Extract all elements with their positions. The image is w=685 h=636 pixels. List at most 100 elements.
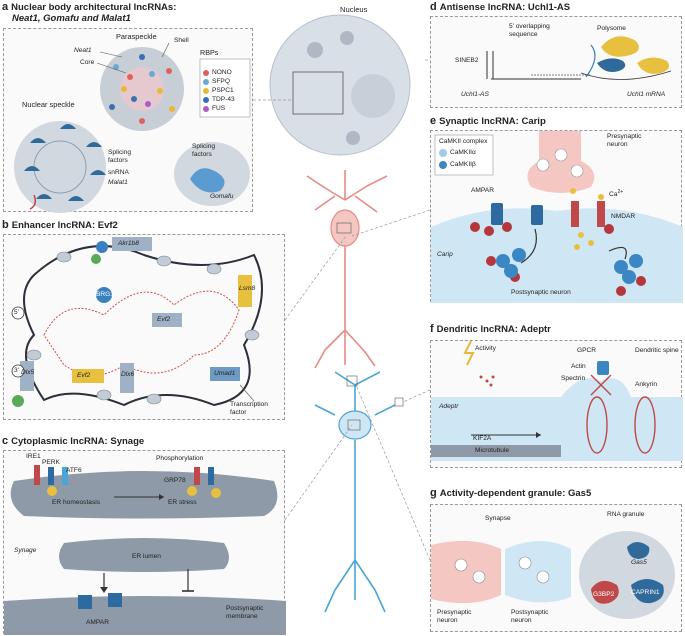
spectrin-label: Spectrin <box>561 375 586 382</box>
e-postsynaptic-label: Postsynaptic neuron <box>511 289 571 296</box>
rbp-legend-swatches <box>203 70 209 112</box>
splicing-factors-label: Splicing factors <box>108 149 132 164</box>
nucleus-zoom-box <box>292 71 344 115</box>
gas5-label: Gas5 <box>631 559 647 566</box>
gpcr <box>597 361 609 375</box>
rbp-tdp43: TDP-43 <box>212 96 235 103</box>
phosphorylation-label: Phosphorylation <box>156 455 204 462</box>
brg1-complexes <box>96 241 112 303</box>
c-ampar-label: AMPAR <box>86 619 109 626</box>
gpcr-label: GPCR <box>577 347 597 354</box>
phospho-dots <box>470 222 646 296</box>
synapse-box <box>346 375 358 387</box>
g-presynaptic <box>431 540 501 604</box>
kif2a-label: KIF2A <box>473 435 492 442</box>
activity-bolt <box>463 340 475 366</box>
uchl1as-label: Uchl1-AS <box>461 91 489 98</box>
e-ampar-label: AMPAR <box>471 187 494 194</box>
e-presynaptic-label: Presynaptic neuron <box>607 133 642 148</box>
polysome-2 <box>637 57 669 74</box>
panel-e-title-text: Synaptic lncRNA: Carip <box>439 116 546 127</box>
brg1-label: BRG1 <box>96 291 114 298</box>
panel-b: Akr1b8 BRG1 Evf2 5' Lsm8 Evf2 Dlx6 Umad1… <box>3 234 285 420</box>
panel-f-title-text: Dendritic lncRNA: Adeptr <box>436 324 551 335</box>
speckle-factors <box>24 124 106 201</box>
panel-b-letter: b <box>2 219 9 231</box>
postsynaptic-membrane-label: Postsynaptic membrane <box>226 605 264 620</box>
synapse-label: Synapse <box>485 515 511 522</box>
ca-text: Ca <box>609 191 618 199</box>
dlx6-label: Dlx6 <box>121 371 135 378</box>
dendritic-spine-label: Dendritic spine <box>635 347 679 354</box>
grp78-label: GRP78 <box>164 477 186 484</box>
panel-d-graphic <box>486 36 672 80</box>
pink-neuron-soma <box>330 209 360 247</box>
ire1-label: IRE1 <box>26 453 41 460</box>
polysome-top <box>601 36 639 57</box>
caprin1-label: CAPRIN1 <box>631 589 660 596</box>
ca-superscript: 2+ <box>617 189 624 195</box>
panel-g-title-text: Activity-dependent granule: Gas5 <box>439 488 592 499</box>
ankyrin-label: Ankyrin <box>635 381 657 388</box>
rbps-label: RBPs <box>200 48 219 57</box>
microtubule-label: Microtubule <box>475 447 510 454</box>
gas5-shape <box>627 542 650 559</box>
caprin1-shape <box>631 579 664 604</box>
ca-dots <box>570 188 604 250</box>
er-lumen-label: ER lumen <box>132 553 161 560</box>
panel-f: Activity GPCR Dendritic spine Actin Spec… <box>430 340 683 468</box>
rbp-sfpq: SFPQ <box>212 78 230 85</box>
postsynaptic-membrane <box>4 596 286 635</box>
arrow-from-nmdar <box>608 246 627 260</box>
panel-a-title-text: Nuclear body architectural lncRNAs: <box>11 2 177 13</box>
perk-label: PERK <box>42 459 60 466</box>
panel-a: Paraspeckle Shell Neat1 Core RBPs NONO S… <box>3 28 253 213</box>
nucleus-paraspeckle-3 <box>346 131 360 145</box>
er-lower <box>59 538 229 572</box>
rna-granule-label: RNA granule <box>607 511 645 518</box>
panel-f-letter: f <box>430 323 434 335</box>
dendrite-box <box>394 397 404 407</box>
arrow-to-polysome <box>585 44 596 78</box>
ca-label: Ca2+ <box>609 189 623 199</box>
grp78-dots <box>47 486 221 498</box>
rbp-pspc1: PSPC1 <box>212 87 234 94</box>
carip-label: Carip <box>437 251 453 258</box>
panel-a-graphic <box>14 42 251 213</box>
three-prime-label: 3' <box>14 367 19 374</box>
panel-c-letter: c <box>2 435 9 447</box>
nucleus-paraspeckle-1 <box>307 42 323 58</box>
shell-label: Shell <box>174 37 189 44</box>
camkii-alpha-label: CaMKIIα <box>450 149 476 156</box>
uchl1-mrna-label: Uchl1 mRNA <box>627 91 666 98</box>
adeptr-label: Adeptr <box>439 403 459 410</box>
g-vesicles <box>454 556 550 584</box>
activity-dots <box>479 375 495 387</box>
nucleus-paraspeckle-2 <box>340 31 354 45</box>
nuclear-speckle-shape <box>14 121 106 213</box>
umad1-label: Umad1 <box>214 370 236 377</box>
panel-f-graphic <box>431 340 683 461</box>
transcription-factor-label: Transcription factor <box>230 401 268 416</box>
neat1-label: Neat1 <box>74 47 92 54</box>
gomafu-factor <box>190 168 225 193</box>
camkii-legend-title: CaMKII complex <box>439 138 488 145</box>
evf2-label-b: Evf2 <box>77 372 91 379</box>
camkii-beta-label: CaMKIIβ <box>450 161 476 168</box>
atf6-label: ATF6 <box>66 467 82 474</box>
activity-label: Activity <box>475 345 496 352</box>
nuclear-speckle-label: Nuclear speckle <box>22 100 75 109</box>
panel-g-graphic <box>431 531 675 619</box>
e-nmdar <box>571 201 605 227</box>
camkii-complex-2 <box>614 254 643 284</box>
g3bp2-label: G3BP2 <box>593 591 615 598</box>
rbp-fus: FUS <box>212 105 226 112</box>
core-label: Core <box>80 59 95 66</box>
panel-g: Synapse RNA granule Gas5 G3BP2 CAPRIN1 P… <box>430 504 682 632</box>
